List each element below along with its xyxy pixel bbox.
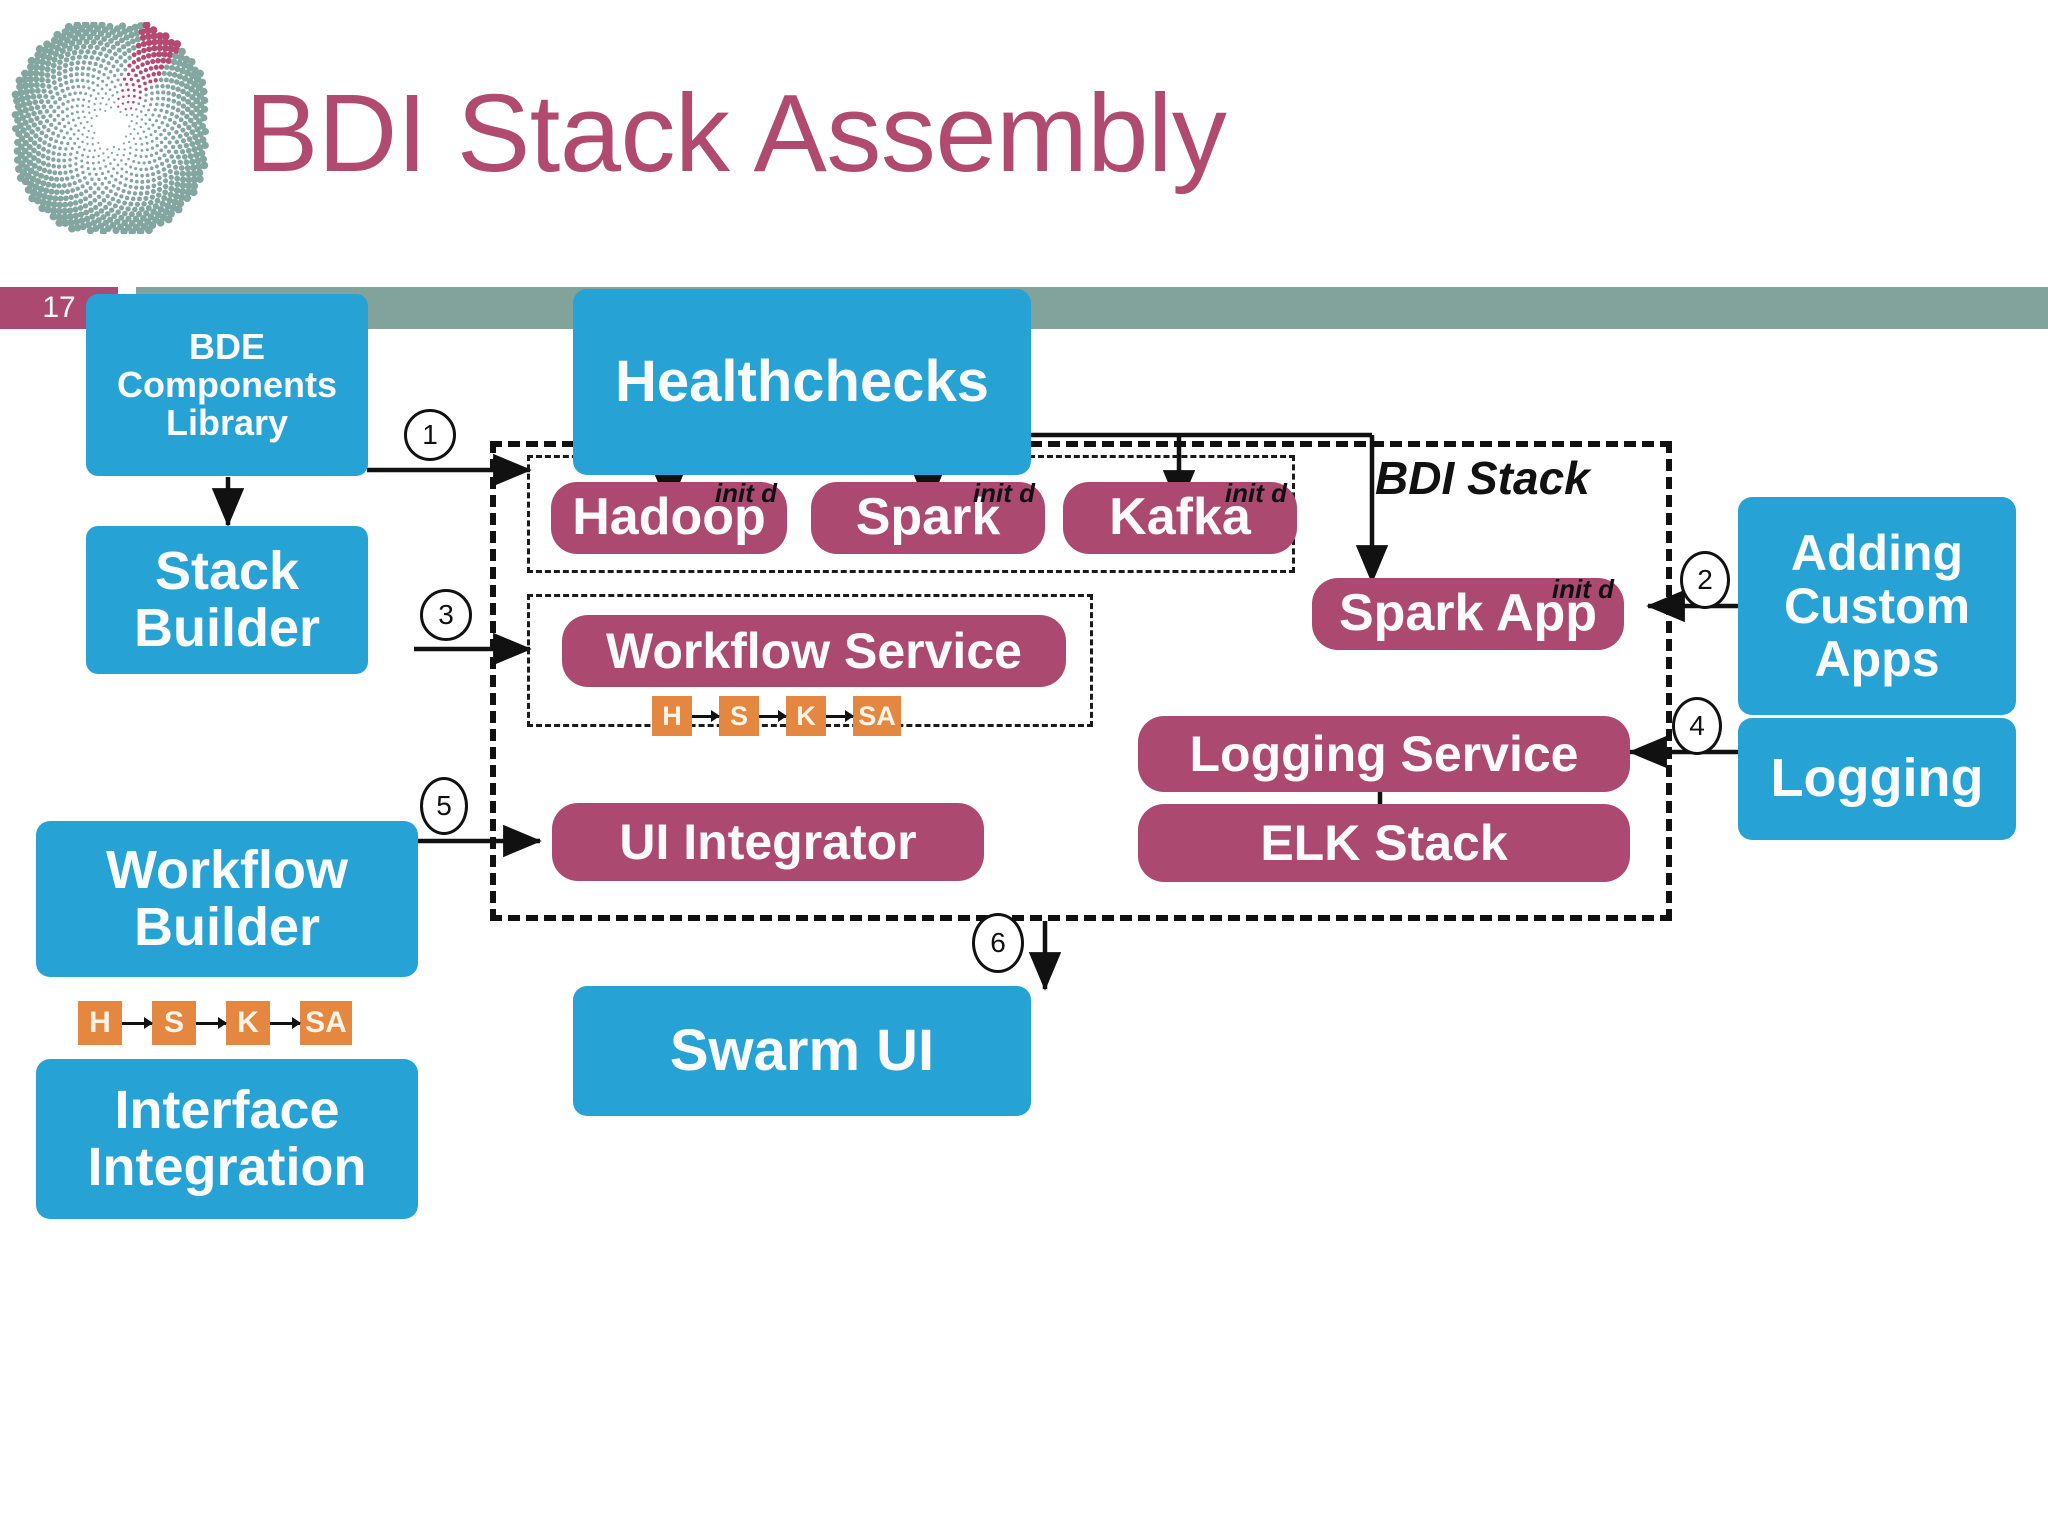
chip-connector bbox=[826, 714, 853, 718]
bdi-spiral-logo bbox=[11, 22, 209, 234]
chip-sa[interactable]: SA bbox=[300, 1001, 352, 1045]
workflow-builder-chip-row: H S K SA bbox=[78, 1001, 352, 1045]
chip-k[interactable]: K bbox=[786, 696, 826, 736]
node-workflow-service[interactable]: Workflow Service bbox=[562, 615, 1066, 687]
interface-integration-line-2: Integration bbox=[87, 1137, 367, 1197]
chip-s[interactable]: S bbox=[152, 1001, 196, 1045]
adding-custom-apps-line-3: Apps bbox=[1814, 630, 1940, 687]
bde-line-3: Library bbox=[165, 402, 289, 444]
init-d-badge: init d bbox=[1551, 574, 1614, 604]
node-logging[interactable]: Logging bbox=[1738, 718, 2016, 840]
kafka-label: Kafka bbox=[1109, 488, 1251, 547]
chip-connector bbox=[270, 1021, 300, 1025]
chip-connector bbox=[759, 714, 786, 718]
bdi-stack-assembly-diagram: BDI Stack BDE Components Library Stack B… bbox=[0, 289, 2048, 1536]
step-marker-2: 2 bbox=[1680, 551, 1730, 609]
spark-app-label: Spark App bbox=[1338, 584, 1598, 643]
workflow-builder-line-2: Builder bbox=[133, 897, 321, 957]
step-marker-4: 4 bbox=[1672, 697, 1722, 755]
init-d-badge: init d bbox=[972, 478, 1035, 508]
node-stack-builder[interactable]: Stack Builder bbox=[86, 526, 368, 674]
node-workflow-builder[interactable]: Workflow Builder bbox=[36, 821, 418, 977]
chip-s[interactable]: S bbox=[719, 696, 759, 736]
init-d-badge: init d bbox=[714, 478, 777, 508]
spark-label: Spark bbox=[855, 488, 1001, 547]
node-elk-stack[interactable]: ELK Stack bbox=[1138, 804, 1630, 882]
node-ui-integrator[interactable]: UI Integrator bbox=[552, 803, 984, 881]
bde-line-1: BDE bbox=[188, 325, 265, 367]
bdi-stack-label: BDI Stack bbox=[1375, 452, 1590, 504]
adding-custom-apps-line-1: Adding bbox=[1790, 524, 1964, 581]
stack-builder-line-1: Stack bbox=[154, 540, 300, 601]
node-spark-app[interactable]: Spark App init d bbox=[1312, 574, 1624, 650]
node-logging-service[interactable]: Logging Service bbox=[1138, 716, 1630, 792]
interface-integration-line-1: Interface bbox=[114, 1079, 340, 1140]
node-swarm-ui[interactable]: Swarm UI bbox=[573, 986, 1031, 1116]
node-healthchecks[interactable]: Healthchecks bbox=[573, 289, 1031, 475]
bdi-stack-container bbox=[490, 441, 1672, 921]
step-marker-1: 1 bbox=[404, 409, 456, 461]
node-interface-integration[interactable]: Interface Integration bbox=[36, 1059, 418, 1219]
step-marker-6: 6 bbox=[972, 913, 1024, 973]
chip-connector bbox=[122, 1021, 152, 1025]
chip-h[interactable]: H bbox=[78, 1001, 122, 1045]
chip-h[interactable]: H bbox=[652, 696, 692, 736]
page-title: BDI Stack Assembly bbox=[245, 72, 1227, 195]
stack-builder-line-2: Builder bbox=[133, 598, 321, 658]
hadoop-label: Hadoop bbox=[572, 488, 766, 547]
bde-line-2: Components bbox=[117, 363, 337, 405]
header-rule-bar bbox=[136, 287, 2048, 329]
chip-sa[interactable]: SA bbox=[853, 696, 901, 736]
chip-connector bbox=[196, 1021, 226, 1025]
init-d-badge: init d bbox=[1224, 478, 1287, 508]
workflow-builder-line-1: Workflow bbox=[106, 839, 348, 900]
slide-header: BDI Stack Assembly bbox=[0, 0, 2048, 285]
node-kafka[interactable]: Kafka init d bbox=[1063, 478, 1297, 554]
adding-custom-apps-line-2: Custom bbox=[1783, 577, 1971, 634]
chip-k[interactable]: K bbox=[226, 1001, 270, 1045]
chip-connector bbox=[692, 714, 719, 718]
node-adding-custom-apps[interactable]: Adding Custom Apps bbox=[1738, 497, 2016, 715]
header-rule: 17 bbox=[0, 287, 2048, 329]
node-spark[interactable]: Spark init d bbox=[811, 478, 1045, 554]
node-bde-components-library[interactable]: BDE Components Library bbox=[86, 294, 368, 476]
node-hadoop[interactable]: Hadoop init d bbox=[551, 478, 787, 554]
workflow-service-chip-row: H S K SA bbox=[652, 696, 901, 736]
step-marker-3: 3 bbox=[420, 589, 472, 641]
step-marker-5: 5 bbox=[420, 777, 468, 835]
